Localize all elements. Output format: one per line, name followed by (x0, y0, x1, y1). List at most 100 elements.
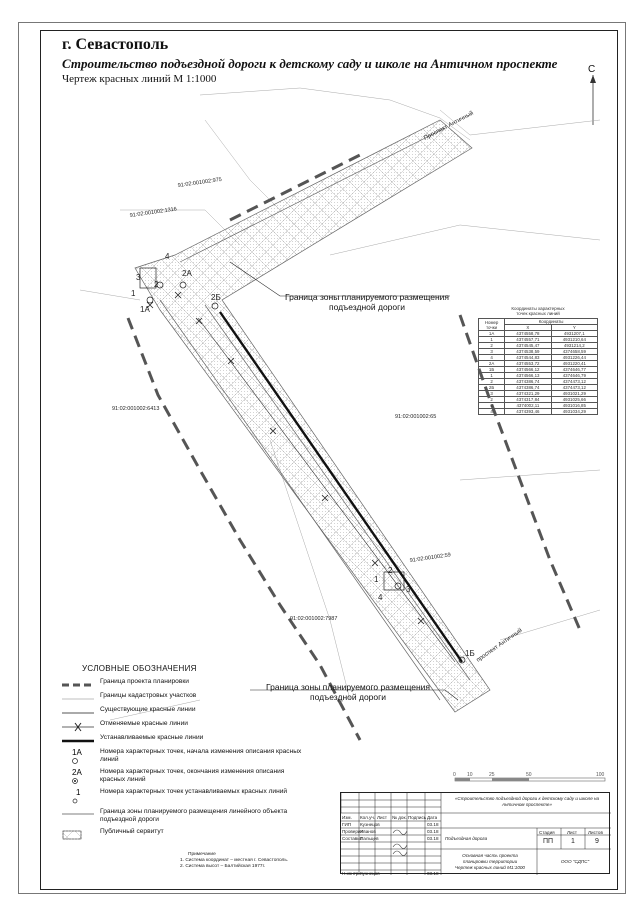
street-label: проспект Античный (475, 627, 523, 664)
scale-tick: 10 (467, 772, 473, 778)
legend-item: Существующие красные линии (60, 705, 310, 717)
stamp-project: «Строительство подъездной дороги к детск… (454, 796, 600, 807)
legend-symbol-text: 2А (72, 768, 82, 777)
established-red-line (219, 311, 463, 663)
callout-text: подъездной дороги (329, 302, 405, 312)
legend-item: Устанавливаемые красные линии (60, 733, 310, 745)
scale-bar-graphic: 0 10 25 50 100 (453, 772, 606, 782)
red-lines-map: 3 1 2 2А 4 1А 2Б 1 2 3 4 1Б 91:02:001002… (79, 87, 601, 741)
callout-text: Граница зоны планируемого размещения (266, 682, 430, 692)
legend-item: Граница проекта планировки (60, 677, 310, 689)
parcel-label: 91:02:001002:6413 (112, 406, 159, 412)
legend-item: Публичный сервитут (60, 827, 310, 840)
notes-line: 2. Система высот – Балтийская 1977г. (180, 864, 266, 869)
thin-line-icon (62, 698, 94, 700)
legend-item: Граница зоны планируемого размещения лин… (60, 807, 310, 825)
stamp-date: 03.18 (427, 836, 439, 841)
cancelled-red-lines (197, 317, 456, 663)
point-start-icon: 1А (72, 748, 82, 764)
point-label: 2 (154, 280, 159, 289)
parcel-label: 91:02:001002:59 (409, 552, 451, 564)
coords-caption-line: точек красных линий (516, 311, 560, 316)
point-label: 3 (136, 273, 141, 282)
stamp-role: ГИП (342, 822, 352, 827)
stamp-drawing: Основная часть проекта (462, 853, 518, 858)
coords-caption-line: Координаты характерных (511, 306, 565, 311)
legend-text: Существующие красные линии (100, 706, 196, 713)
legend-text: Граница проекта планировки (100, 678, 189, 685)
stamp-name: Кузнецов (360, 871, 380, 876)
signature-icon (392, 829, 408, 835)
stamp-header: Лист (377, 815, 387, 820)
legend-symbol-text: 1А (72, 748, 82, 757)
notes: Примечание 1. Система координат – местна… (180, 852, 288, 870)
point-label: 1А (140, 305, 150, 314)
north-label: С (588, 64, 596, 75)
legend-text: Номера характерных точек, начала изменен… (100, 748, 302, 763)
stamp-header: Кол.уч. (360, 815, 376, 820)
stamp-header: Изм. (342, 815, 352, 820)
callout-leaders (229, 261, 459, 701)
scale-tick: 25 (489, 772, 495, 778)
cancel-marks (146, 291, 425, 625)
thick-line-icon (62, 739, 94, 743)
project-title: Строительство подъездной дороги к детско… (62, 56, 558, 71)
legend-text: Номера характерных точек устанавливаемых… (100, 788, 288, 795)
point-label: 2 (388, 566, 393, 575)
legend-title: УСЛОВНЫЕ ОБОЗНАЧЕНИЯ (82, 664, 197, 673)
stamp-role: Составил (342, 836, 363, 841)
stamp-name: Кузнецов (360, 822, 380, 827)
coords-cell: 4931034,29 (550, 408, 599, 415)
stamp-date: 03.18 (427, 871, 439, 876)
parcel-label: 91:02:001002:1316 (129, 206, 177, 219)
stamp-header: Подпись (408, 815, 427, 820)
stamp-sheets: 9 (595, 838, 599, 845)
legend-text: Граница зоны планируемого размещения лин… (100, 808, 288, 823)
callout-text: Граница зоны планируемого размещения (285, 292, 449, 302)
legend-item: 1 Номера характерных точек устанавливаем… (60, 787, 310, 805)
parcel-label: 91:02:001002:65 (395, 414, 436, 420)
point-label: 1 (131, 289, 136, 298)
legend-text: Границы кадастровых участков (100, 692, 197, 699)
stamp-header: Лист (567, 830, 577, 835)
signature-icon (392, 843, 408, 849)
legend-text: Номера характерных точек, окончания изме… (100, 768, 285, 783)
zone-callout-top: Граница зоны планируемого размещения под… (282, 292, 452, 312)
sheet-frame (40, 30, 618, 890)
stamp-object: Подъездная дорога (445, 836, 488, 841)
stamp-header: Стадия (539, 830, 555, 835)
stamp-drawing: Чертеж красных линий М1:1000 (455, 865, 525, 870)
legend-item: 2А Номера характерных точек, окончания и… (60, 767, 310, 785)
point-label: 4 (378, 593, 383, 602)
point-label: 4 (165, 252, 170, 261)
coords-header-point: Номер точки (477, 318, 506, 331)
legend-text: Устанавливаемые красные линии (100, 734, 204, 741)
stamp-header: Дата (427, 815, 438, 820)
stamp-sheet: 1 (571, 838, 575, 845)
line-icon (62, 712, 94, 714)
parcel-label: 91:02:001002:7987 (290, 616, 337, 622)
point-label: 1 (374, 575, 379, 584)
point-markers (139, 267, 466, 664)
point-label: 2Б (211, 293, 221, 302)
legend-item: Отменяемые красные линии (60, 719, 310, 732)
notes-line: 1. Система координат – местная г. Севаст… (180, 858, 289, 863)
zone-boundary-icon (62, 813, 94, 815)
road-corridor (134, 119, 491, 713)
scale-tick: 50 (526, 772, 532, 778)
stamp-date: 03.18 (427, 829, 439, 834)
dashed-boundary-icon (62, 683, 94, 687)
stamp-name: Пальцев (360, 836, 379, 841)
stamp-org: ООО "СДПС" (560, 859, 590, 864)
scale-bar: 0 10 25 50 100 (450, 770, 610, 782)
legend: УСЛОВНЫЕ ОБОЗНАЧЕНИЯ Граница проекта пла… (60, 664, 310, 841)
legend-item: 1А Номера характерных точек, начала изме… (60, 747, 310, 765)
stamp-role: Проверил (342, 829, 364, 834)
servitude-hatch-icon (62, 830, 82, 840)
north-arrow: С (588, 64, 597, 125)
title-block: «Строительство подъездной дороги к детск… (340, 792, 611, 876)
point-new-icon: 1 (72, 788, 81, 804)
signature-icon (392, 850, 408, 856)
